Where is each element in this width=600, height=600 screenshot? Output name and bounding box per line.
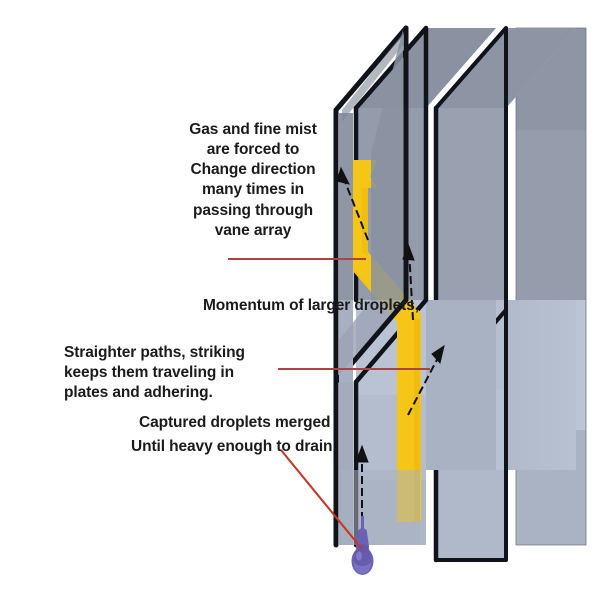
callout-until-heavy-enough-to-drain: Until heavy enough to drain. [131,438,337,455]
drain-droplet [351,516,374,575]
leader-line-drain [280,449,363,550]
callout-momentum-of-larger-droplets: Momentum of larger droplets, [203,297,419,314]
channel-floor [339,470,420,545]
droplet-trajectory-arrows [336,166,445,520]
callout-captured-droplets-merged: Captured droplets merged [139,414,331,431]
callout-gas-and-fine-mist: Gas and fine mist are forced to Change d… [189,121,317,239]
leader-lines [228,257,430,550]
callout-straighter-paths: Straighter paths, striking keeps them tr… [64,344,245,402]
